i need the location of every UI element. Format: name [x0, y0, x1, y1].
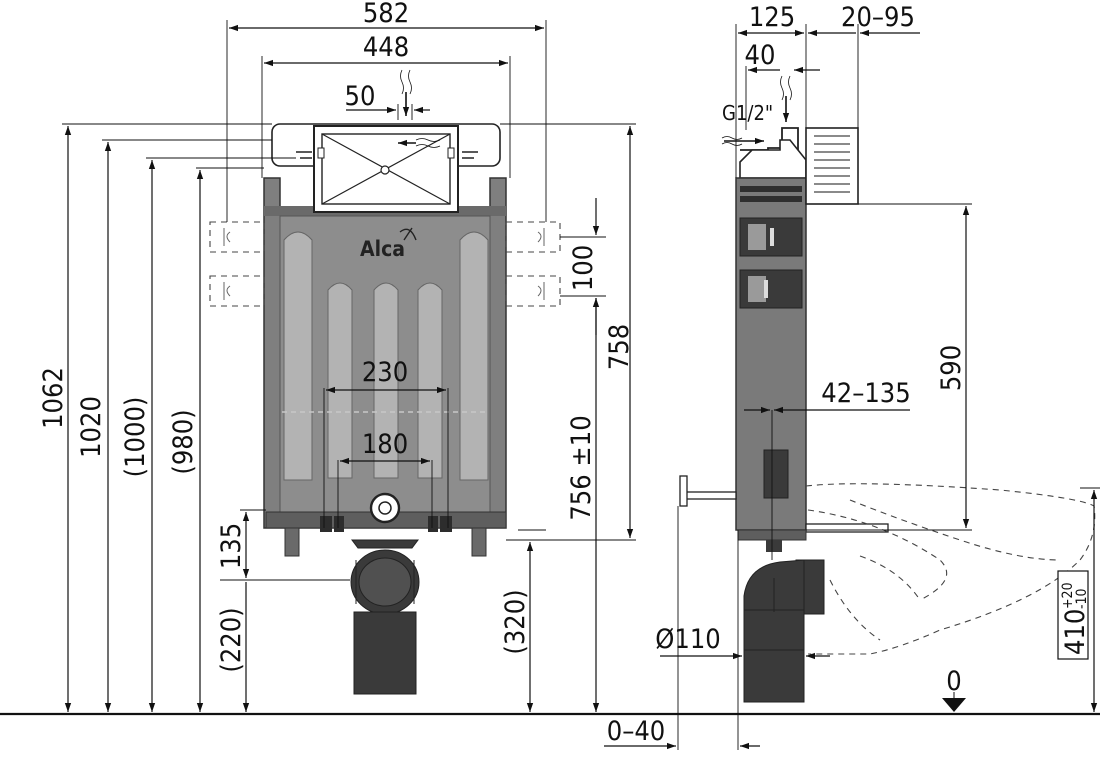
side-view: [679, 75, 1096, 703]
dim-1062: 1062: [38, 367, 69, 429]
dim-125: 125: [749, 2, 795, 33]
dim-0-40: 0–40: [607, 716, 666, 747]
dim-410-tol-plus: +20: [1060, 582, 1076, 609]
dim-1020: 1020: [76, 396, 107, 458]
dim-135: 135: [216, 523, 247, 569]
dim-50: 50: [345, 81, 376, 112]
dim-410-tol-minus: -10: [1074, 588, 1090, 609]
dim-1000: (1000): [120, 397, 151, 478]
front-dimension-lines: [64, 24, 634, 712]
dim-758: 758: [604, 324, 635, 370]
dim-d110: Ø110: [655, 624, 720, 655]
rod-right: [805, 523, 889, 533]
bowl-height-box: 410 +20 -10: [1057, 570, 1091, 660]
slot-right: [459, 231, 489, 481]
side-dimension-lines: [604, 29, 1098, 750]
rear-fitting: [805, 127, 859, 205]
dim-410: 410: [1060, 609, 1091, 655]
rod-left: [685, 491, 737, 500]
drain-pipe: [353, 611, 417, 695]
foot-right: [471, 527, 487, 557]
dim-590: 590: [936, 345, 967, 391]
dim-582: 582: [363, 0, 409, 29]
side-extension-lines: [677, 24, 1100, 750]
slot-left: [283, 231, 313, 481]
anchor-left: [209, 221, 265, 307]
dim-20-95: 20–95: [841, 2, 915, 33]
brand-logo: Alca: [360, 237, 405, 261]
anchor-right: [505, 221, 561, 307]
dim-180: 180: [362, 429, 408, 460]
dim-220: (220): [216, 607, 247, 672]
front-view: Alca: [209, 69, 561, 695]
dim-100: 100: [568, 245, 599, 291]
zero-label: 0: [946, 666, 961, 697]
zero-marker: [942, 698, 966, 712]
dim-320: (320): [500, 589, 531, 654]
bowl-outline: [805, 483, 1096, 655]
dim-42-135: 42–135: [821, 378, 910, 409]
dim-756: 756 ±10: [566, 415, 597, 520]
dim-40: 40: [745, 40, 776, 71]
front-extension-lines: [62, 20, 636, 581]
thread-label: G1/2": [722, 101, 773, 125]
dim-230: 230: [362, 357, 408, 388]
dim-980: (980): [168, 409, 199, 474]
dim-448: 448: [363, 32, 409, 63]
foot-left: [284, 527, 300, 557]
